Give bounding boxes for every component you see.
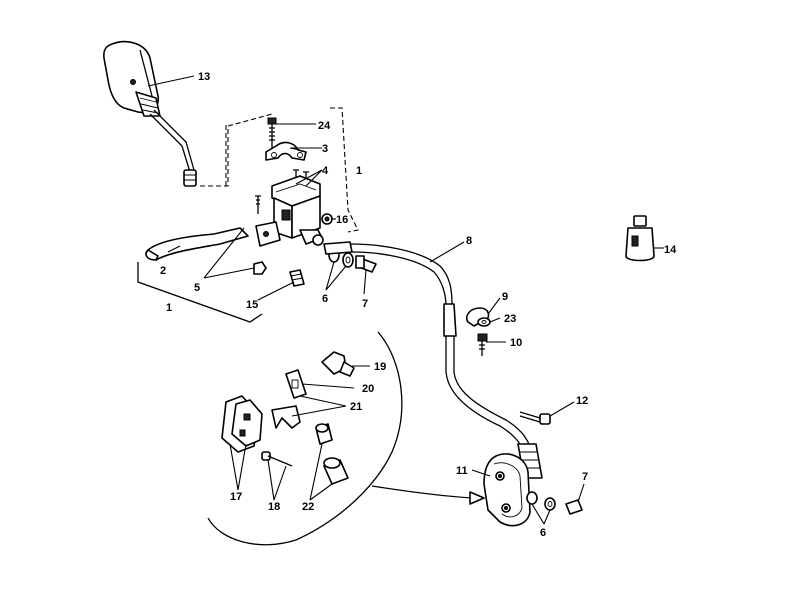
callout-3: 3: [322, 143, 328, 155]
leader-20: [301, 383, 355, 389]
leader-6b: [531, 503, 551, 525]
brake-pads-17: [221, 395, 263, 453]
pad-spring-21: [271, 405, 301, 429]
pin-18: [261, 451, 293, 467]
leader-18: [267, 459, 287, 501]
callout-24: 24: [318, 120, 331, 132]
callout-8: 8: [466, 235, 472, 247]
callout-23: 23: [504, 313, 516, 325]
leader-22: [309, 443, 333, 501]
brake-caliper: [483, 453, 531, 527]
callout-17: 17: [230, 491, 242, 503]
callout-2: 2: [160, 265, 166, 277]
brake-switch-15: [289, 269, 305, 287]
pivot-nut-5: [253, 261, 267, 275]
callout-13: 13: [198, 71, 210, 83]
leader-13: [147, 75, 195, 87]
callout-7-upper: 7: [362, 298, 368, 310]
brake-lever: [145, 227, 249, 261]
master-cylinder: [255, 175, 324, 247]
callout-21: 21: [350, 401, 362, 413]
callout-12: 12: [576, 395, 588, 407]
callout-6-upper: 6: [322, 293, 328, 305]
callout-1-upper: 1: [356, 165, 362, 177]
anti-rattle-plate-20: [285, 369, 307, 399]
callout-14: 14: [664, 244, 677, 256]
leader-5: [203, 227, 255, 279]
callout-9: 9: [502, 291, 508, 303]
callout-10: 10: [510, 337, 522, 349]
assembly-outline-arc: [207, 331, 403, 546]
pointer-arrow-head: [469, 491, 485, 505]
caliper-bolt-12: [519, 411, 551, 425]
washer-23: [477, 317, 491, 327]
nut-16: [321, 213, 333, 225]
pad-pin-19: [321, 351, 355, 377]
callout-7-lower: 7: [582, 471, 588, 483]
leader-7b: [577, 483, 585, 503]
leader-21: [291, 395, 347, 417]
leader-8: [429, 241, 465, 263]
leader-3: [289, 147, 322, 151]
callout-22: 22: [302, 501, 314, 513]
callout-20: 20: [362, 383, 374, 395]
assembly-bracket-right: [330, 107, 359, 233]
callout-15: 15: [246, 299, 258, 311]
brake-fluid-bottle: [625, 215, 655, 262]
assembly-bracket-top: [200, 113, 273, 187]
callout-1-lower: 1: [166, 302, 172, 314]
leader-7a: [363, 269, 367, 295]
washer-6b: [526, 491, 556, 511]
leader-9: [487, 297, 501, 315]
lever-bracket: [137, 262, 263, 323]
bolt-10: [477, 333, 488, 356]
callout-19: 19: [374, 361, 386, 373]
bolt-24: [267, 117, 277, 150]
rear-view-mirror: [103, 40, 197, 187]
leader-23: [489, 317, 501, 323]
leader-11: [471, 469, 491, 477]
leader-15: [257, 281, 295, 301]
leader-6a: [325, 261, 347, 291]
leader-2: [167, 245, 181, 253]
pivot-bolt-5: [255, 195, 261, 214]
hose-clip-9: [465, 307, 490, 327]
callout-16: 16: [336, 214, 348, 226]
leader-17: [229, 443, 247, 491]
pistons-22: [315, 423, 349, 485]
bleed-screw-7: [565, 499, 583, 515]
callout-5: 5: [194, 282, 200, 294]
callout-11: 11: [456, 465, 468, 477]
callout-6-lower: 6: [540, 527, 546, 539]
leader-4: [295, 169, 323, 187]
callout-4: 4: [322, 165, 329, 177]
banjo-bolt-7: [355, 255, 377, 273]
pointer-arrow: [371, 485, 473, 499]
brake-hose: [323, 241, 543, 479]
leader-12: [549, 401, 575, 417]
callout-18: 18: [268, 501, 280, 513]
clamp-3: [265, 141, 307, 161]
